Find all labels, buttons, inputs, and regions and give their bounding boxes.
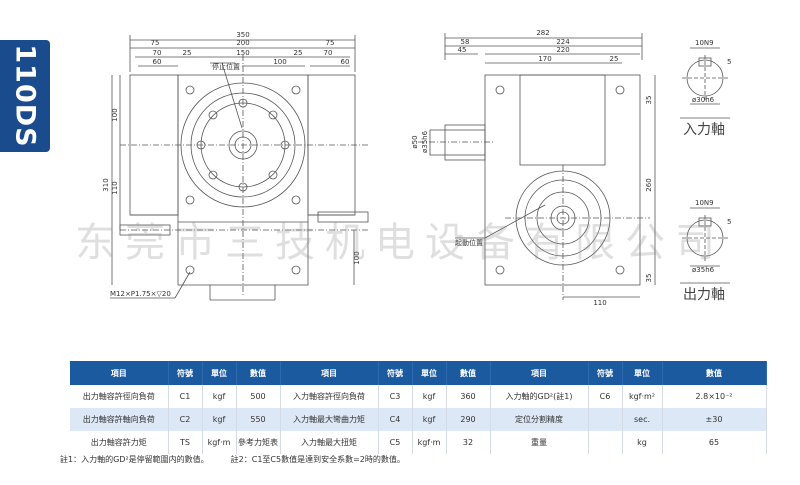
table-cell: 定位分割精度 — [490, 408, 589, 431]
header-cell: 符號 — [588, 361, 623, 385]
dim-side-g: 35 — [645, 96, 653, 105]
table-row: 出力軸容許力矩 TS kgf·m 參考力矩表 入力軸最大扭矩 C5 kgf·m … — [70, 431, 767, 454]
spec-header-row: 項目 符號 單位 數值 項目 符號 單位 數值 項目 符號 單位 數值 — [70, 361, 767, 385]
table-cell: kgf — [412, 385, 447, 408]
table-cell: 入力軸最大扭矩 — [280, 431, 379, 454]
table-cell — [588, 431, 623, 454]
dim-side-a: 58 — [461, 38, 470, 46]
dim-front-i: 60 — [153, 58, 162, 66]
dim-front-e: 25 — [183, 49, 192, 57]
table-row: 出力軸容許徑向負荷 C1 kgf 500 入力軸容許徑向負荷 C3 kgf 36… — [70, 385, 767, 408]
input-shaft-dim1: 5 — [727, 58, 731, 66]
dim-side-c: 45 — [458, 46, 467, 54]
table-cell: 290 — [446, 408, 491, 431]
footnote-2: 註2：C1至C5數值是達到安全系數=2時的數值。 — [230, 455, 405, 464]
table-cell: kgf·m — [202, 431, 237, 454]
dim-front-v1: 100 — [111, 108, 119, 121]
dim-front-k: 60 — [341, 58, 350, 66]
header-cell: 單位 — [202, 361, 237, 385]
table-cell: C1 — [168, 385, 203, 408]
table-cell: 360 — [446, 385, 491, 408]
header-cell: 項目 — [280, 361, 379, 385]
header-cell: 單位 — [622, 361, 663, 385]
table-cell: kg — [622, 431, 663, 454]
table-cell: C4 — [378, 408, 413, 431]
output-shaft-key: 10N9 — [695, 199, 714, 207]
table-cell: 入力軸容許徑向負荷 — [280, 385, 379, 408]
dim-front-a: 75 — [151, 39, 160, 47]
model-tab: 110DS — [0, 40, 50, 152]
header-cell: 項目 — [70, 361, 169, 385]
table-cell: sec. — [622, 408, 663, 431]
output-shaft-label: 出力軸 — [683, 287, 725, 303]
dim-front-h: 70 — [324, 49, 333, 57]
spec-table: 項目 符號 單位 數值 項目 符號 單位 數值 項目 符號 單位 數值 出力軸容… — [70, 361, 767, 454]
dim-side-e: 170 — [538, 55, 551, 63]
dim-front-v3: 310 — [102, 178, 110, 191]
table-cell: kgf — [202, 408, 237, 431]
dim-side-bore1: ø50 — [411, 135, 419, 148]
dim-side-h: 260 — [645, 178, 653, 191]
table-cell: C2 — [168, 408, 203, 431]
dim-front-g: 25 — [294, 49, 303, 57]
table-cell — [588, 408, 623, 431]
header-cell: 數值 — [662, 361, 767, 385]
table-cell: TS — [168, 431, 203, 454]
table-cell: kgf — [202, 385, 237, 408]
output-shaft-dim1: 5 — [727, 218, 731, 226]
footnotes: 註1：入力軸的GD²是停留範圍内的數值。 註2：C1至C5數值是達到安全系數=2時… — [60, 454, 405, 465]
table-cell: kgf·m — [412, 431, 447, 454]
input-shaft-label: 入力軸 — [683, 122, 725, 138]
table-cell: 入力軸的GD²(註1) — [490, 385, 589, 408]
table-row: 出力軸容許軸向負荷 C2 kgf 550 入力軸最大彎曲力矩 C4 kgf 29… — [70, 408, 767, 431]
table-cell: 重量 — [490, 431, 589, 454]
table-cell: 出力軸容許力矩 — [70, 431, 169, 454]
header-cell: 數值 — [236, 361, 281, 385]
table-cell: kgf — [412, 408, 447, 431]
dim-side-i: 35 — [645, 274, 653, 283]
origin-position-label: 起動位置 — [455, 238, 483, 247]
thread-label: M12×P1.75×▽20 — [110, 290, 171, 298]
table-cell: C3 — [378, 385, 413, 408]
dim-front-v4: 100 — [353, 251, 361, 264]
header-cell: 項目 — [490, 361, 589, 385]
table-cell: 出力軸容許徑向負荷 — [70, 385, 169, 408]
table-cell: C6 — [588, 385, 623, 408]
input-shaft-key: 10N9 — [695, 39, 714, 47]
table-cell: 65 — [662, 431, 767, 454]
table-cell: ±30 — [662, 408, 767, 431]
output-shaft-dim2: ø35h6 — [692, 266, 715, 274]
table-cell: 入力軸最大彎曲力矩 — [280, 408, 379, 431]
table-cell: kgf·m² — [622, 385, 663, 408]
dim-front-b: 200 — [236, 39, 249, 47]
table-cell: C5 — [378, 431, 413, 454]
footnote-1: 註1：入力軸的GD²是停留範圍内的數值。 — [60, 455, 209, 464]
table-cell: 32 — [446, 431, 491, 454]
dim-front-j: 100 — [273, 58, 286, 66]
dim-side-bore2: ø35h6 — [421, 130, 429, 153]
header-cell: 數值 — [446, 361, 491, 385]
input-shaft-dim2: ø30h6 — [692, 96, 715, 104]
table-cell: 500 — [236, 385, 281, 408]
table-cell: 550 — [236, 408, 281, 431]
dim-side-f: 25 — [610, 55, 619, 63]
header-cell: 單位 — [412, 361, 447, 385]
dim-front-c: 75 — [326, 39, 335, 47]
dim-side-d: 220 — [556, 46, 569, 54]
dim-front-v2: 110 — [111, 181, 119, 194]
dim-side-j: 110 — [593, 299, 606, 307]
table-cell: 2.8×10⁻² — [662, 385, 767, 408]
table-cell: 出力軸容許軸向負荷 — [70, 408, 169, 431]
dim-front-f: 150 — [236, 49, 249, 57]
dim-side-overall: 282 — [536, 29, 549, 37]
table-cell: 參考力矩表 — [236, 431, 281, 454]
dim-front-d: 70 — [153, 49, 162, 57]
header-cell: 符號 — [378, 361, 413, 385]
dim-side-b: 224 — [556, 38, 570, 46]
dim-front-overall: 350 — [236, 31, 249, 39]
header-cell: 符號 — [168, 361, 203, 385]
stop-position-label: 停止位置 — [212, 62, 240, 71]
